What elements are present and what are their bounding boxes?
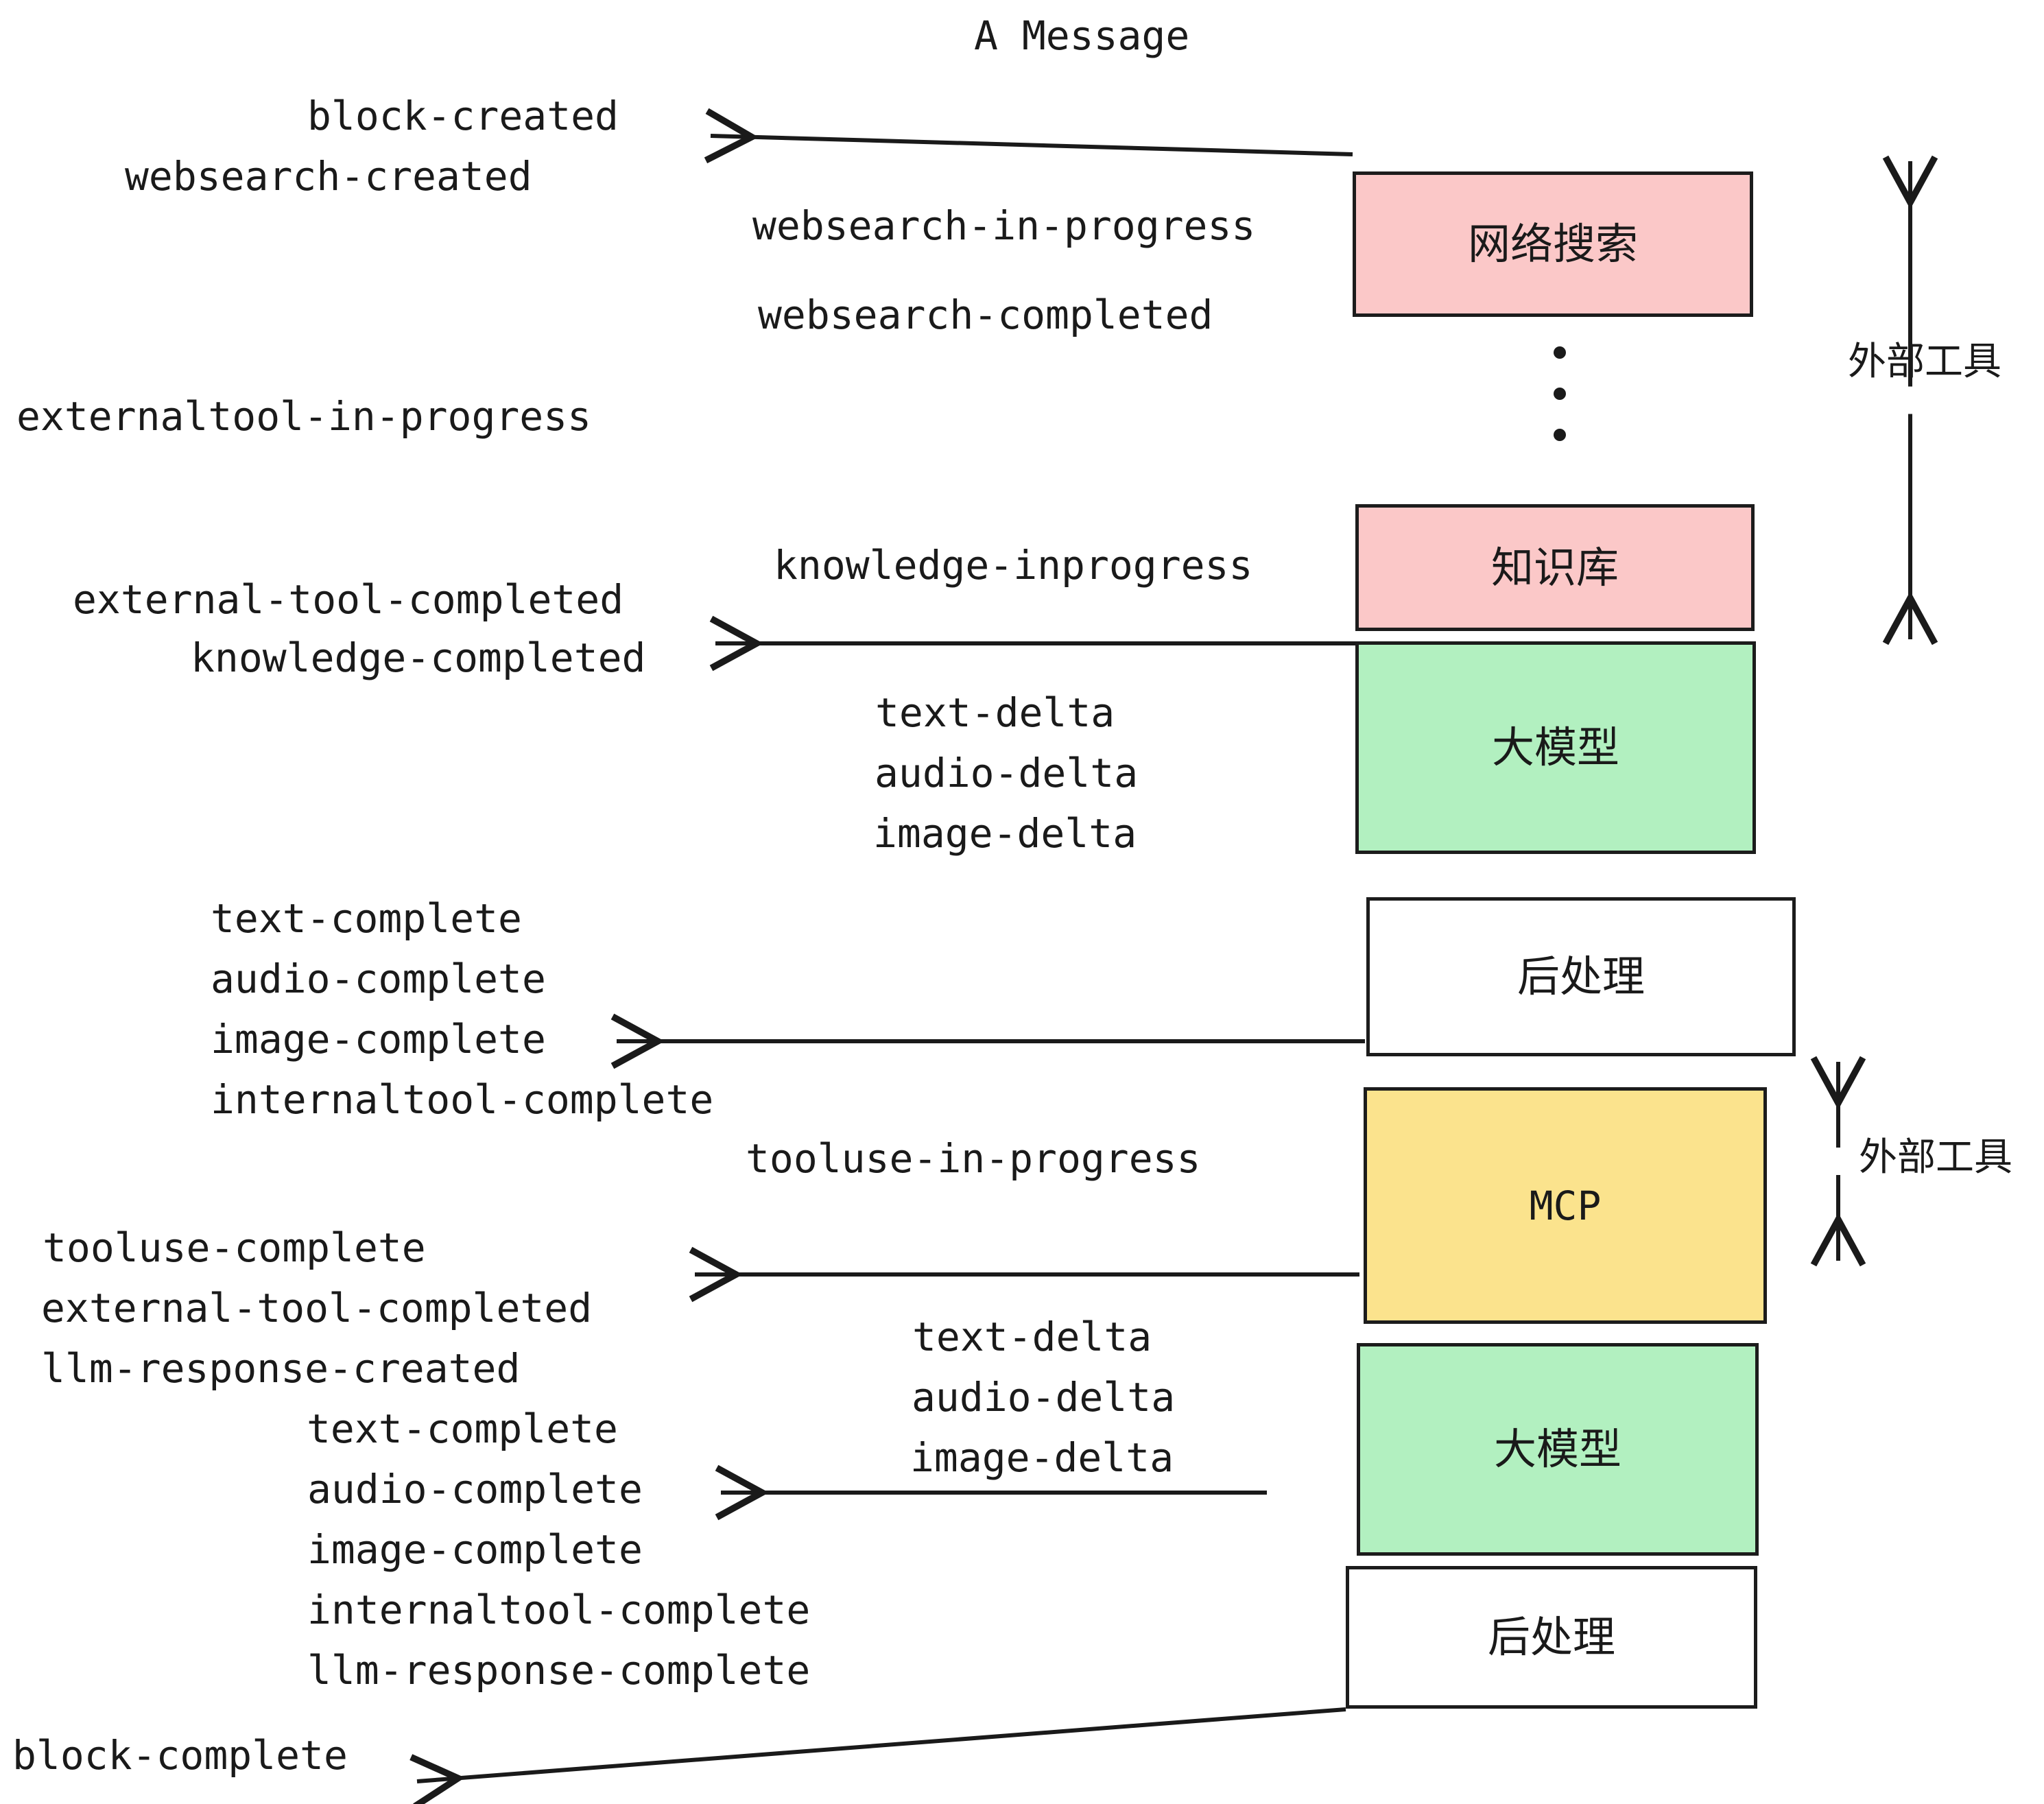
event-label: websearch-in-progress	[752, 202, 1256, 249]
block-complete-arrow	[417, 1707, 1346, 1781]
event-label: text-complete	[211, 895, 522, 942]
event-label: external-tool-completed	[73, 576, 624, 623]
event-label: tooluse-in-progress	[746, 1135, 1201, 1182]
event-label: websearch-completed	[758, 292, 1213, 338]
event-label: internaltool-complete	[307, 1587, 811, 1633]
side-label-external-tool-bottom: 外部工具	[1859, 1135, 2012, 1180]
block-created-arrow	[711, 136, 1353, 154]
event-label: knowledge-inprogress	[774, 542, 1253, 589]
event-label: block-created	[307, 93, 619, 139]
node-llm-1[interactable]: 大模型	[1355, 641, 1756, 854]
node-postprocess-1[interactable]: 后处理	[1366, 897, 1796, 1056]
event-label: internaltool-complete	[211, 1076, 714, 1123]
event-label: text-delta	[875, 689, 1115, 736]
event-label: knowledge-completed	[191, 634, 646, 681]
ellipsis-dot	[1554, 429, 1566, 441]
node-mcp[interactable]: MCP	[1364, 1087, 1767, 1324]
node-label: 知识库	[1490, 542, 1619, 593]
node-label: 后处理	[1487, 1612, 1615, 1662]
event-label: image-delta	[910, 1434, 1174, 1481]
event-label: image-complete	[307, 1526, 643, 1573]
side-arrows	[1838, 161, 1910, 1261]
event-label: image-delta	[873, 810, 1137, 857]
node-label: 后处理	[1517, 951, 1645, 1001]
ellipsis-dot	[1554, 388, 1566, 400]
event-label: audio-delta	[875, 750, 1139, 796]
event-label: audio-complete	[211, 956, 546, 1002]
event-label: text-delta	[912, 1314, 1152, 1360]
event-label: image-complete	[211, 1016, 546, 1063]
node-label: 大模型	[1491, 722, 1619, 772]
ellipsis-dot	[1554, 346, 1566, 359]
event-label: text-complete	[307, 1405, 618, 1452]
page-title: A Message	[974, 12, 1190, 59]
event-label: llm-response-complete	[307, 1647, 811, 1694]
event-label: llm-response-created	[41, 1345, 521, 1392]
node-knowledgebase[interactable]: 知识库	[1355, 504, 1755, 631]
event-label: block-complete	[12, 1732, 348, 1779]
vertical-ellipsis-icon	[1554, 346, 1566, 441]
event-label: websearch-created	[125, 153, 532, 200]
event-label: audio-delta	[912, 1374, 1176, 1421]
node-label: MCP	[1529, 1182, 1602, 1229]
node-label: 网络搜索	[1467, 219, 1638, 269]
event-label: audio-complete	[307, 1466, 643, 1512]
event-label: externaltool-in-progress	[16, 393, 592, 440]
node-label: 大模型	[1493, 1424, 1621, 1474]
event-label: tooluse-complete	[43, 1224, 426, 1271]
node-websearch[interactable]: 网络搜索	[1353, 171, 1753, 317]
side-label-external-tool-top: 外部工具	[1848, 340, 2001, 384]
event-label: external-tool-completed	[41, 1285, 593, 1331]
node-postprocess-2[interactable]: 后处理	[1346, 1566, 1757, 1709]
node-llm-2[interactable]: 大模型	[1357, 1343, 1759, 1556]
